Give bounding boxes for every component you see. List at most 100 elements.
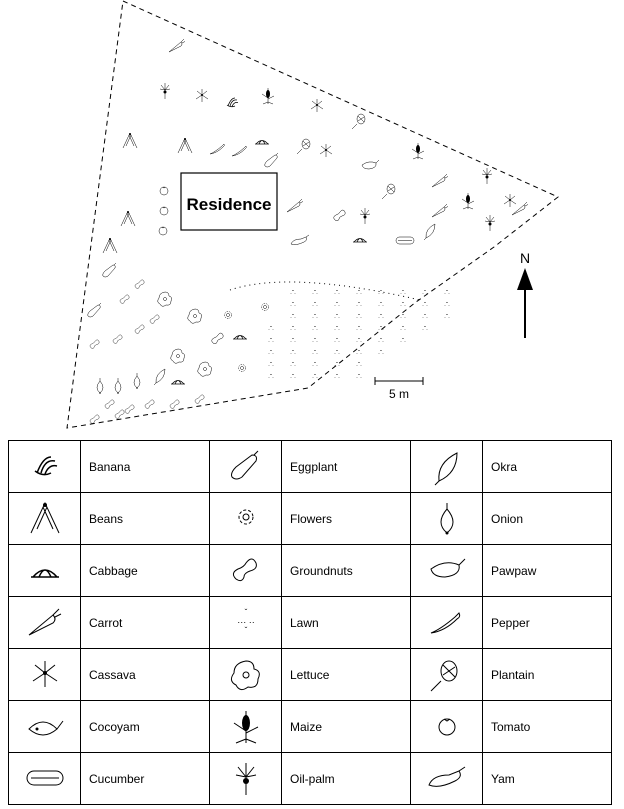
pepper-icon <box>430 612 460 634</box>
lawn-tuft-icon: ·ˇ· <box>356 375 362 381</box>
legend-label: Beans <box>80 492 210 545</box>
plantain-icon <box>296 138 311 155</box>
lawn-tuft-icon: ·ˇ· <box>312 327 318 333</box>
groundnuts-icon <box>144 399 155 409</box>
lawn-tuft-icon: ·ˇ· <box>334 339 340 345</box>
maize-icon <box>461 193 475 210</box>
lawn-tuft-icon: ·ˇ· <box>334 291 340 297</box>
groundnuts-icon <box>232 558 257 582</box>
pepper-icon <box>231 145 247 157</box>
legend-label: Onion <box>482 492 612 545</box>
groundnuts-icon <box>194 394 205 404</box>
groundnuts-icon <box>89 339 100 349</box>
lawn-tuft-icon: ·ˇ· <box>268 339 274 345</box>
flowers-icon <box>261 303 269 311</box>
cabbage-icon <box>233 335 247 340</box>
oil-palm-icon <box>359 208 371 224</box>
groundnuts-icon <box>211 332 224 345</box>
lawn-tuft-icon: ·ˇ· <box>334 351 340 357</box>
lawn-tuft-icon: ·ˇ· <box>290 375 296 381</box>
legend-icon-cell <box>410 700 483 753</box>
flowers-icon <box>238 364 246 372</box>
legend-label: Groundnuts <box>281 544 411 597</box>
cabbage-icon <box>353 238 367 243</box>
legend-label: Cucumber <box>80 752 210 805</box>
legend-icon-cell <box>209 752 282 805</box>
lawn-tuft-icon: ·ˇ· <box>378 351 384 357</box>
legend-label: Cassava <box>80 648 210 701</box>
cassava-icon <box>319 144 333 157</box>
legend-icon-cell <box>410 648 483 701</box>
legend-icon-cell <box>8 440 81 493</box>
groundnuts-icon <box>333 209 346 222</box>
eggplant-icon <box>102 262 117 278</box>
tomato-icon <box>159 206 169 216</box>
oil-palm-icon <box>484 215 496 231</box>
onion-icon <box>114 378 122 394</box>
lawn-tuft-icon: ·ˇ· <box>356 363 362 369</box>
lawn-tuft-icon: ·ˇ· <box>400 327 406 333</box>
lawn-tuft-icon: ·ˇ· <box>290 291 296 297</box>
lawn-tuft-icon: ·ˇ· <box>312 303 318 309</box>
north-arrow: N <box>517 250 533 338</box>
scale-label: 5 m <box>389 387 409 401</box>
lawn-tuft-icon: ·ˇ· <box>356 291 362 297</box>
lawn-tuft-icon: ·ˇ· <box>268 375 274 381</box>
lettuce-icon <box>187 308 202 324</box>
lawn-tuft-icon: ·ˇ· <box>422 291 428 297</box>
lawn-tuft-icon: ·ˇ· <box>356 351 362 357</box>
lawn-tuft-icon: ·ˇ· <box>356 327 362 333</box>
legend-icon-cell <box>209 700 282 753</box>
banana-icon <box>226 97 239 108</box>
lawn-tuft-icon: ·ˇ· <box>422 315 428 321</box>
legend-icon-cell <box>8 648 81 701</box>
residence-box <box>180 172 278 231</box>
cucumber-icon <box>26 770 63 786</box>
carrot-icon <box>286 198 304 213</box>
lawn-tuft-icon: ·ˇ· <box>356 315 362 321</box>
legend-icon-cell <box>209 440 282 493</box>
yam-icon <box>290 234 310 245</box>
lawn-tuft-icon: ·ˇ· <box>312 315 318 321</box>
north-label: N <box>520 250 530 266</box>
lawn-tuft-icon: ·ˇ· <box>378 327 384 333</box>
carrot-icon <box>431 173 449 188</box>
svg-text:ˇ: ˇ <box>244 608 247 617</box>
banana-icon <box>34 456 57 476</box>
groundnuts-icon <box>119 294 130 304</box>
legend-icon-cell <box>410 752 483 805</box>
cabbage-icon <box>30 569 59 578</box>
lawn-tuft-icon: ·ˇ· <box>312 339 318 345</box>
lawn-tuft-icon: ·ˇ· <box>290 315 296 321</box>
groundnuts-icon <box>89 414 100 424</box>
lawn-tuft-icon: ·ˇ· <box>268 327 274 333</box>
pawpaw-icon <box>429 558 465 578</box>
carrot-icon <box>511 201 529 216</box>
garden-map: ·ˇ· ·ˇ· ·ˇ· ·ˇ· ·ˇ· ·ˇ· ·ˇ· ·ˇ· ·ˇ· ·ˇ· ·ˇ· ·ˇ· ·ˇ· ·… <box>66 0 559 429</box>
oil-palm-icon <box>481 168 493 184</box>
oil-palm-icon <box>235 763 256 795</box>
carrot-icon <box>431 203 449 218</box>
lawn-tuft-icon: ·ˇ· <box>334 375 340 381</box>
lawn-tuft-icon: ·ˇ· <box>290 339 296 345</box>
eggplant-icon <box>264 152 279 168</box>
maize-icon <box>411 143 425 160</box>
lawn-tuft-icon: ·ˇ· <box>378 291 384 297</box>
legend-label: Lettuce <box>281 648 411 701</box>
beans-icon <box>30 501 59 534</box>
legend-label: Eggplant <box>281 440 411 493</box>
yam-icon <box>427 766 465 787</box>
legend-icon-cell <box>410 596 483 649</box>
lawn-icon: ··· ··ˇˇ <box>237 608 255 635</box>
legend-label: Flowers <box>281 492 411 545</box>
lawn-tuft-icon: ·ˇ· <box>378 339 384 345</box>
beans-icon <box>102 237 118 254</box>
lettuce-icon <box>197 361 212 377</box>
legend-row: Beans Flowers Onion <box>8 492 612 545</box>
legend-label: Oil-palm <box>281 752 411 805</box>
legend-label: Pepper <box>482 596 612 649</box>
